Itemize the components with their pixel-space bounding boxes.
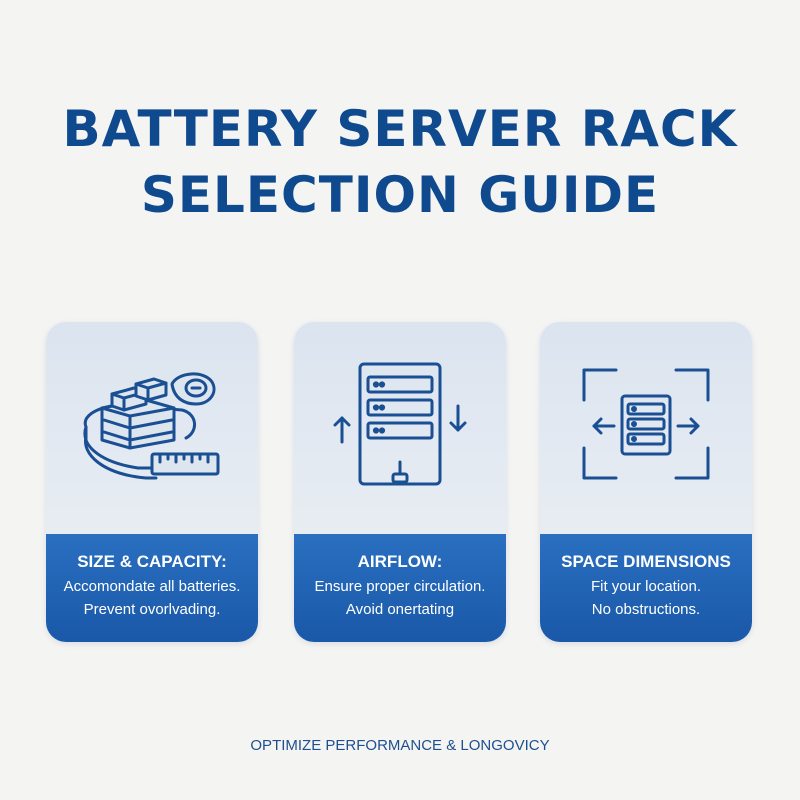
space-dimensions-icon <box>540 322 752 534</box>
server-airflow-icon <box>294 322 506 534</box>
card-text-line: Accomondate all batteries. <box>63 578 241 595</box>
space-dimensions-card: SPACE DIMENSIONS Fit your location. No o… <box>540 322 752 642</box>
battery-tape-measure-icon <box>46 322 258 534</box>
title-line-1: BATTERY SERVER RACK <box>62 100 738 158</box>
card-text-line: Fit your location. <box>590 578 702 595</box>
card-heading: SPACE DIMENSIONS <box>561 552 731 571</box>
size-capacity-band: SIZE & CAPACITY: Accomondate all batteri… <box>46 534 258 642</box>
card-heading: SIZE & CAPACITY: <box>77 552 227 571</box>
card-text-line: Prevent ovorlvading. <box>83 601 221 618</box>
card-text-line: Avoid onertating <box>345 601 455 618</box>
card-text-line: No obstructions. <box>591 601 701 618</box>
space-dimensions-band: SPACE DIMENSIONS Fit your location. No o… <box>540 534 752 642</box>
title-line-2: SELECTION GUIDE <box>140 166 660 224</box>
size-capacity-card: SIZE & CAPACITY: Accomondate all batteri… <box>46 322 258 642</box>
airflow-band: AIRFLOW: Ensure proper circulation. Avoi… <box>294 534 506 642</box>
page-title: BATTERY SERVER RACK SELECTION GUIDE <box>0 96 800 228</box>
card-text-line: Ensure proper circulation. <box>314 578 486 595</box>
footer-tagline: OPTIMIZE PERFORMANCE & LONGOVICY <box>250 737 550 754</box>
card-heading: AIRFLOW: <box>357 552 443 571</box>
airflow-card: AIRFLOW: Ensure proper circulation. Avoi… <box>294 322 506 642</box>
